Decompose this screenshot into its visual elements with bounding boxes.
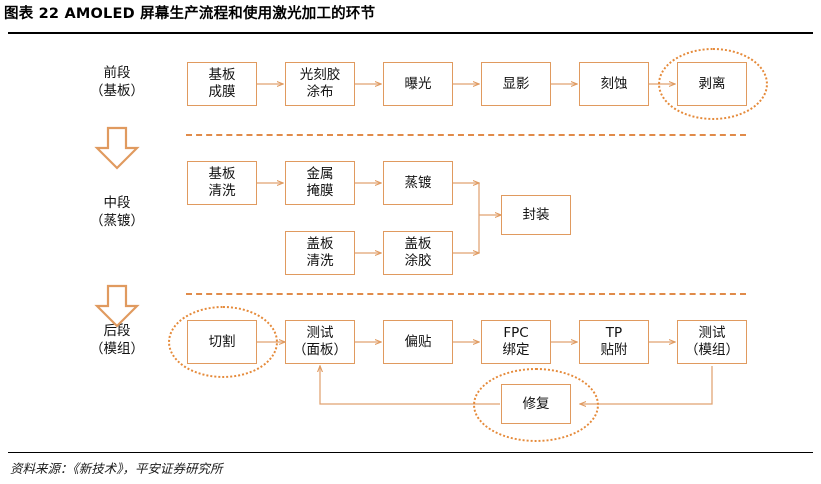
process-box-guangkejiao-tubu[interactable]: 光刻胶 涂布 bbox=[285, 62, 355, 106]
process-box-gaiban-qingxi[interactable]: 盖板 清洗 bbox=[285, 231, 355, 275]
process-box-zhengdu[interactable]: 蒸镀 bbox=[383, 161, 453, 205]
stage-label-front: 前段 （基板） bbox=[62, 64, 172, 100]
section-separator-middle-back bbox=[186, 293, 746, 295]
process-box-boli[interactable]: 剥离 bbox=[677, 62, 747, 106]
process-box-fengzhuang[interactable]: 封装 bbox=[501, 195, 571, 235]
process-box-qiege[interactable]: 切割 bbox=[187, 320, 257, 364]
process-box-ceshi-mozu[interactable]: 测试 （模组） bbox=[677, 320, 747, 364]
process-box-gaiban-tujiao[interactable]: 盖板 涂胶 bbox=[383, 231, 453, 275]
stage-arrow-front-to-middle bbox=[94, 126, 140, 170]
connector-feedback-to-panel-test bbox=[320, 366, 500, 405]
footer-rule bbox=[8, 452, 813, 453]
process-box-tp-tiefu[interactable]: TP 贴附 bbox=[579, 320, 649, 364]
stage-label-middle-line1: 中段 bbox=[103, 195, 131, 211]
source-note: 资料来源：《新技术》，平安证券研究所 bbox=[10, 461, 223, 476]
process-box-fpc-bangding[interactable]: FPC 绑定 bbox=[481, 320, 551, 364]
stage-label-middle: 中段 （蒸镀） bbox=[62, 194, 172, 230]
process-box-piantie[interactable]: 偏贴 bbox=[383, 320, 453, 364]
title-rule bbox=[8, 6, 813, 34]
process-box-jiban-qingxi[interactable]: 基板 清洗 bbox=[187, 161, 257, 205]
stage-label-front-line1: 前段 bbox=[103, 65, 131, 81]
down-arrow-icon bbox=[94, 126, 140, 170]
stage-label-back-line2: （模组） bbox=[90, 341, 144, 357]
process-box-jiban-chengmo[interactable]: 基板 成膜 bbox=[187, 62, 257, 106]
stage-label-back: 后段 （模组） bbox=[62, 322, 172, 358]
process-box-keshi[interactable]: 刻蚀 bbox=[579, 62, 649, 106]
process-box-baoguang[interactable]: 曝光 bbox=[383, 62, 453, 106]
process-box-ceshi-mianban[interactable]: 测试 （面板） bbox=[285, 320, 355, 364]
stage-label-back-line1: 后段 bbox=[103, 323, 131, 339]
process-box-jinshu-yanmo[interactable]: 金属 掩膜 bbox=[285, 161, 355, 205]
process-box-xiufu[interactable]: 修复 bbox=[501, 384, 571, 424]
process-box-xianying[interactable]: 显影 bbox=[481, 62, 551, 106]
stage-label-front-line2: （基板） bbox=[90, 83, 144, 99]
down-arrow-icon bbox=[94, 284, 140, 328]
section-separator-front-middle bbox=[186, 134, 746, 136]
stage-label-middle-line2: （蒸镀） bbox=[90, 213, 144, 229]
connector-module-test-to-repair bbox=[580, 366, 713, 404]
figure-title: 图表 22 AMOLED 屏幕生产流程和使用激光加工的环节 bbox=[4, 6, 376, 22]
stage-arrow-middle-to-back bbox=[94, 284, 140, 328]
